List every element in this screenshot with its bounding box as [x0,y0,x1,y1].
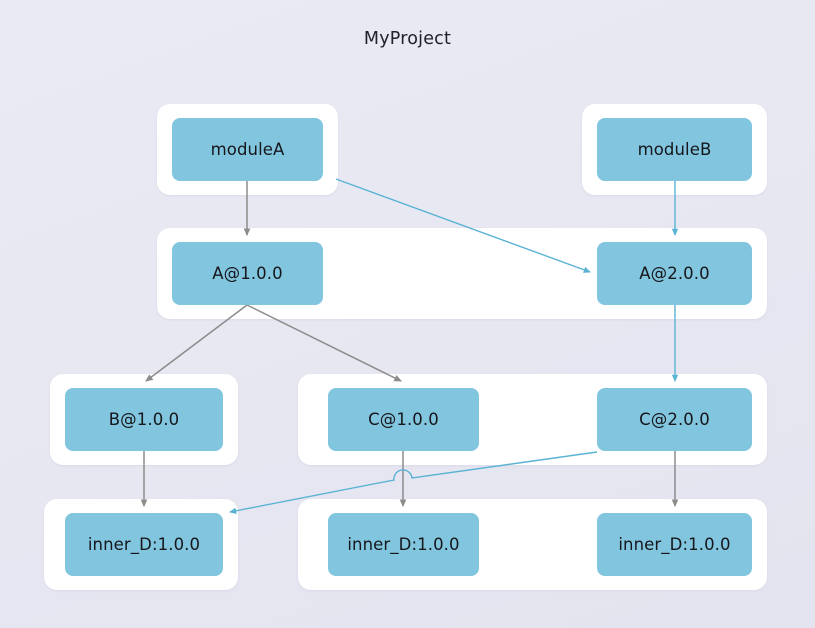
node-inner-d-left[interactable]: inner_D:1.0.0 [65,513,223,576]
node-inner-d-right[interactable]: inner_D:1.0.0 [597,513,752,576]
node-c-1-0-0[interactable]: C@1.0.0 [328,388,479,451]
page-title: MyProject [363,29,452,49]
node-moduleB[interactable]: moduleB [597,118,752,181]
node-inner-d-middle[interactable]: inner_D:1.0.0 [328,513,479,576]
node-c-2-0-0[interactable]: C@2.0.0 [597,388,752,451]
node-moduleA[interactable]: moduleA [172,118,323,181]
node-b-1-0-0[interactable]: B@1.0.0 [65,388,223,451]
node-a-2-0-0[interactable]: A@2.0.0 [597,242,752,305]
node-a-1-0-0[interactable]: A@1.0.0 [172,242,323,305]
